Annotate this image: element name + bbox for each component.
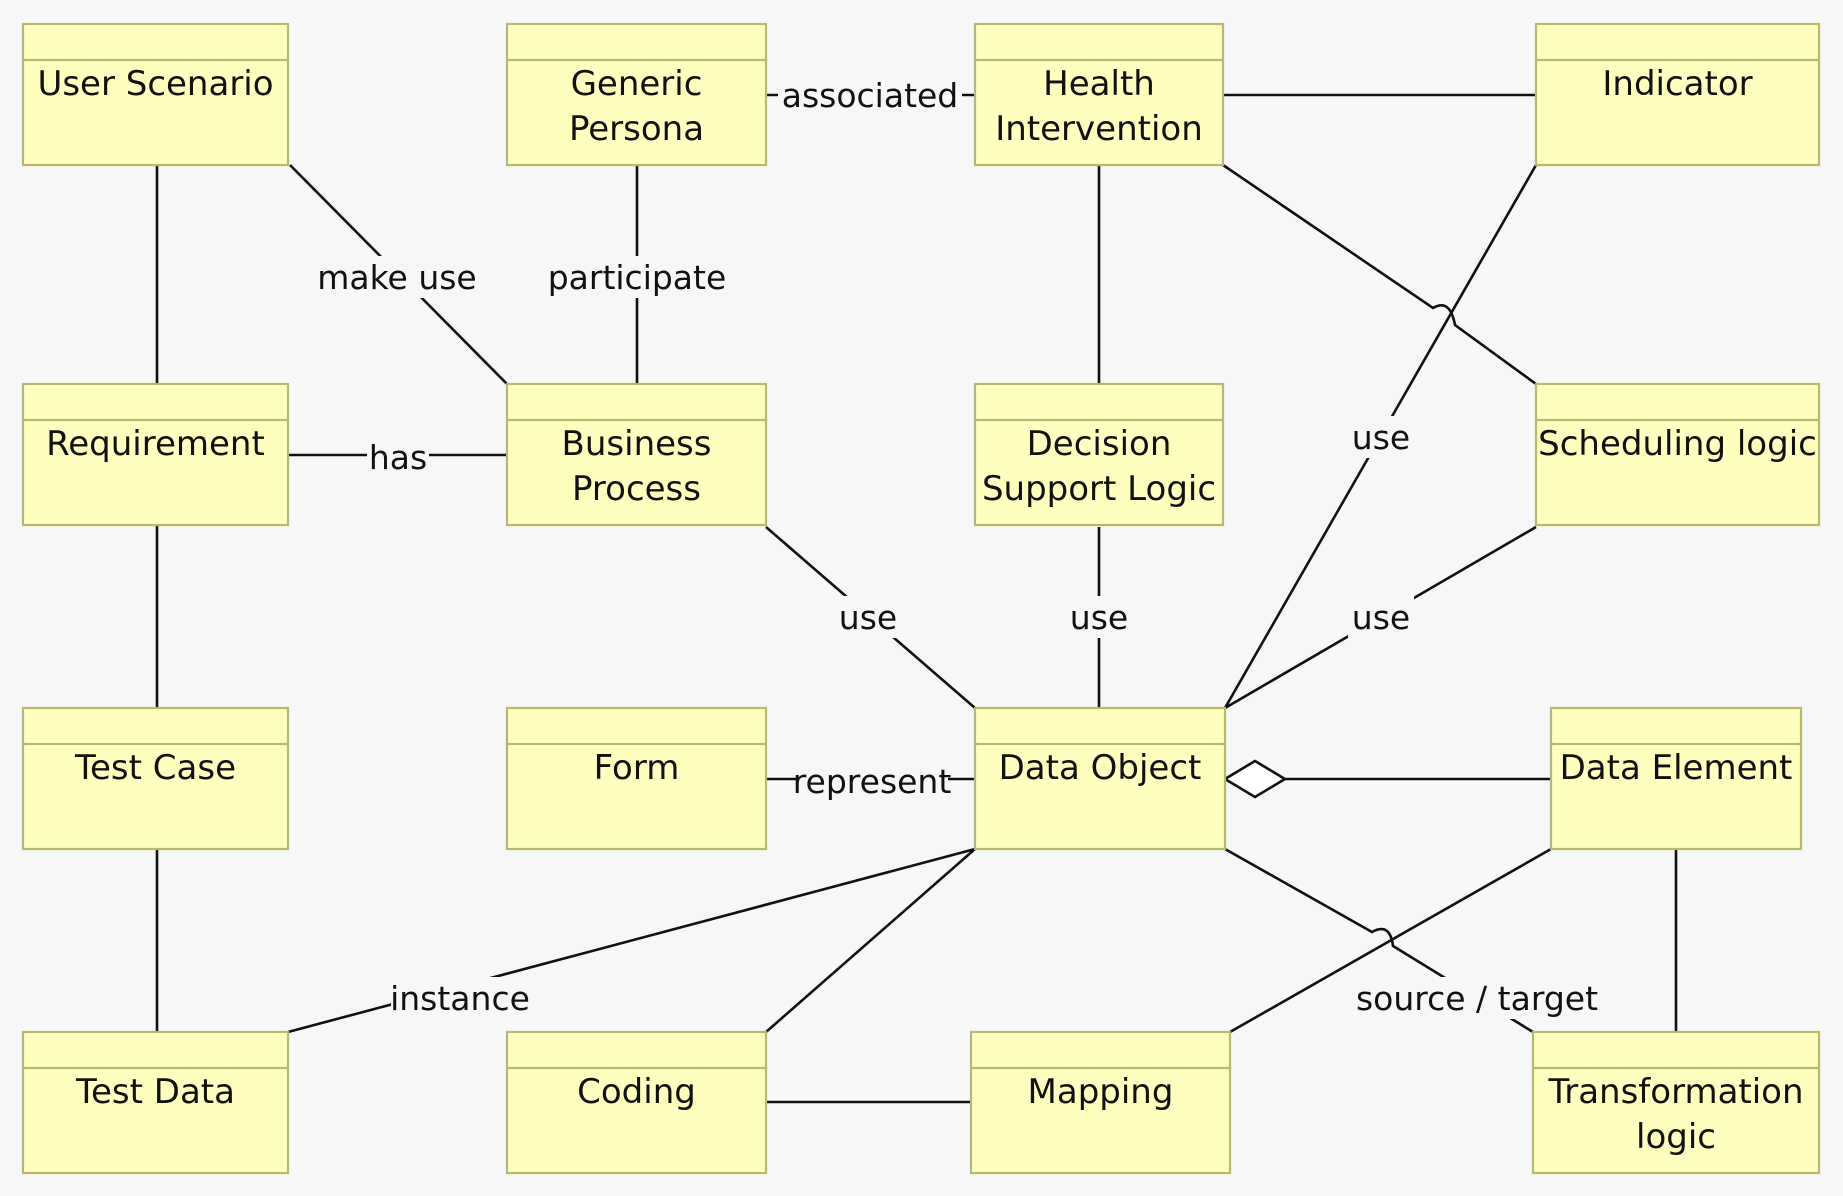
class-name-line: User Scenario bbox=[37, 64, 273, 104]
class-name-line: Support Logic bbox=[982, 469, 1216, 509]
class-box-frame bbox=[973, 706, 1227, 851]
class-name-line: Data Element bbox=[1560, 748, 1793, 788]
class-box-frame bbox=[505, 706, 768, 851]
class-name-line: Intervention bbox=[995, 109, 1203, 149]
label-instance: instance bbox=[390, 979, 530, 1018]
class-name-line: logic bbox=[1636, 1117, 1716, 1157]
class-name-line: Transformation bbox=[1547, 1072, 1803, 1112]
class-box-frame bbox=[505, 22, 768, 167]
class-data-object[interactable]: Data Object bbox=[973, 706, 1227, 851]
class-name-line: Requirement bbox=[46, 424, 265, 464]
edge-data-object-transformation bbox=[1224, 847, 1534, 1034]
class-box-frame bbox=[973, 22, 1225, 167]
class-box-frame bbox=[1531, 1030, 1821, 1175]
class-transformation-logic[interactable]: Transformation logic bbox=[1531, 1030, 1821, 1175]
label-use-scheduling: use bbox=[1352, 598, 1410, 637]
class-name-line: Form bbox=[594, 748, 680, 788]
aggregation-diamond-icon bbox=[1222, 759, 1288, 799]
label-has: has bbox=[369, 438, 427, 477]
label-represent: represent bbox=[793, 762, 952, 801]
class-mapping[interactable]: Mapping bbox=[969, 1030, 1232, 1175]
class-box-frame bbox=[969, 1030, 1232, 1175]
class-user-scenario[interactable]: User Scenario bbox=[21, 22, 290, 167]
class-indicator[interactable]: Indicator bbox=[1534, 22, 1821, 167]
class-name-line: Business bbox=[562, 424, 712, 464]
class-box-frame bbox=[1549, 706, 1803, 851]
label-associated: associated bbox=[782, 76, 959, 115]
class-form[interactable]: Form bbox=[505, 706, 768, 851]
class-box-frame bbox=[21, 1030, 290, 1175]
class-requirement[interactable]: Requirement bbox=[21, 382, 290, 527]
class-test-data[interactable]: Test Data bbox=[21, 1030, 290, 1175]
class-name-line: Test Case bbox=[74, 748, 236, 788]
class-box-frame bbox=[1534, 22, 1821, 167]
edge-health-intervention-scheduling bbox=[1222, 163, 1537, 386]
class-box-frame bbox=[1534, 382, 1821, 527]
edge-labels: associated make use participate has use … bbox=[317, 74, 1598, 1019]
class-name-line: Persona bbox=[569, 109, 704, 149]
class-test-case[interactable]: Test Case bbox=[21, 706, 290, 851]
label-make-use: make use bbox=[317, 258, 477, 297]
edge-data-element-mapping bbox=[1229, 847, 1552, 1034]
class-data-element[interactable]: Data Element bbox=[1549, 706, 1803, 851]
class-box-frame bbox=[973, 382, 1225, 527]
class-coding[interactable]: Coding bbox=[505, 1030, 768, 1175]
class-name-line: Coding bbox=[577, 1072, 696, 1112]
class-scheduling-logic[interactable]: Scheduling logic bbox=[1534, 382, 1821, 527]
label-use-business-process: use bbox=[839, 598, 897, 637]
class-box-frame bbox=[505, 1030, 768, 1175]
class-name-line: Process bbox=[572, 469, 701, 509]
class-name-line: Scheduling logic bbox=[1538, 424, 1817, 464]
label-source-target: source / target bbox=[1356, 979, 1598, 1018]
class-name-line: Indicator bbox=[1602, 64, 1752, 104]
class-name-line: Mapping bbox=[1028, 1072, 1174, 1112]
class-box-frame bbox=[21, 706, 290, 851]
label-use-decision-support: use bbox=[1070, 598, 1128, 637]
class-name-line: Generic bbox=[571, 64, 703, 104]
class-box-frame bbox=[505, 382, 768, 527]
label-participate: participate bbox=[548, 258, 727, 297]
label-use-indicator: use bbox=[1352, 418, 1410, 457]
class-box-frame bbox=[21, 382, 290, 527]
class-name-line: Health bbox=[1043, 64, 1155, 104]
edge-data-object-coding bbox=[765, 848, 976, 1033]
class-name-line: Data Object bbox=[999, 748, 1202, 788]
class-name-line: Test Data bbox=[75, 1072, 235, 1112]
class-name-line: Decision bbox=[1027, 424, 1172, 464]
class-box-frame bbox=[21, 22, 290, 167]
